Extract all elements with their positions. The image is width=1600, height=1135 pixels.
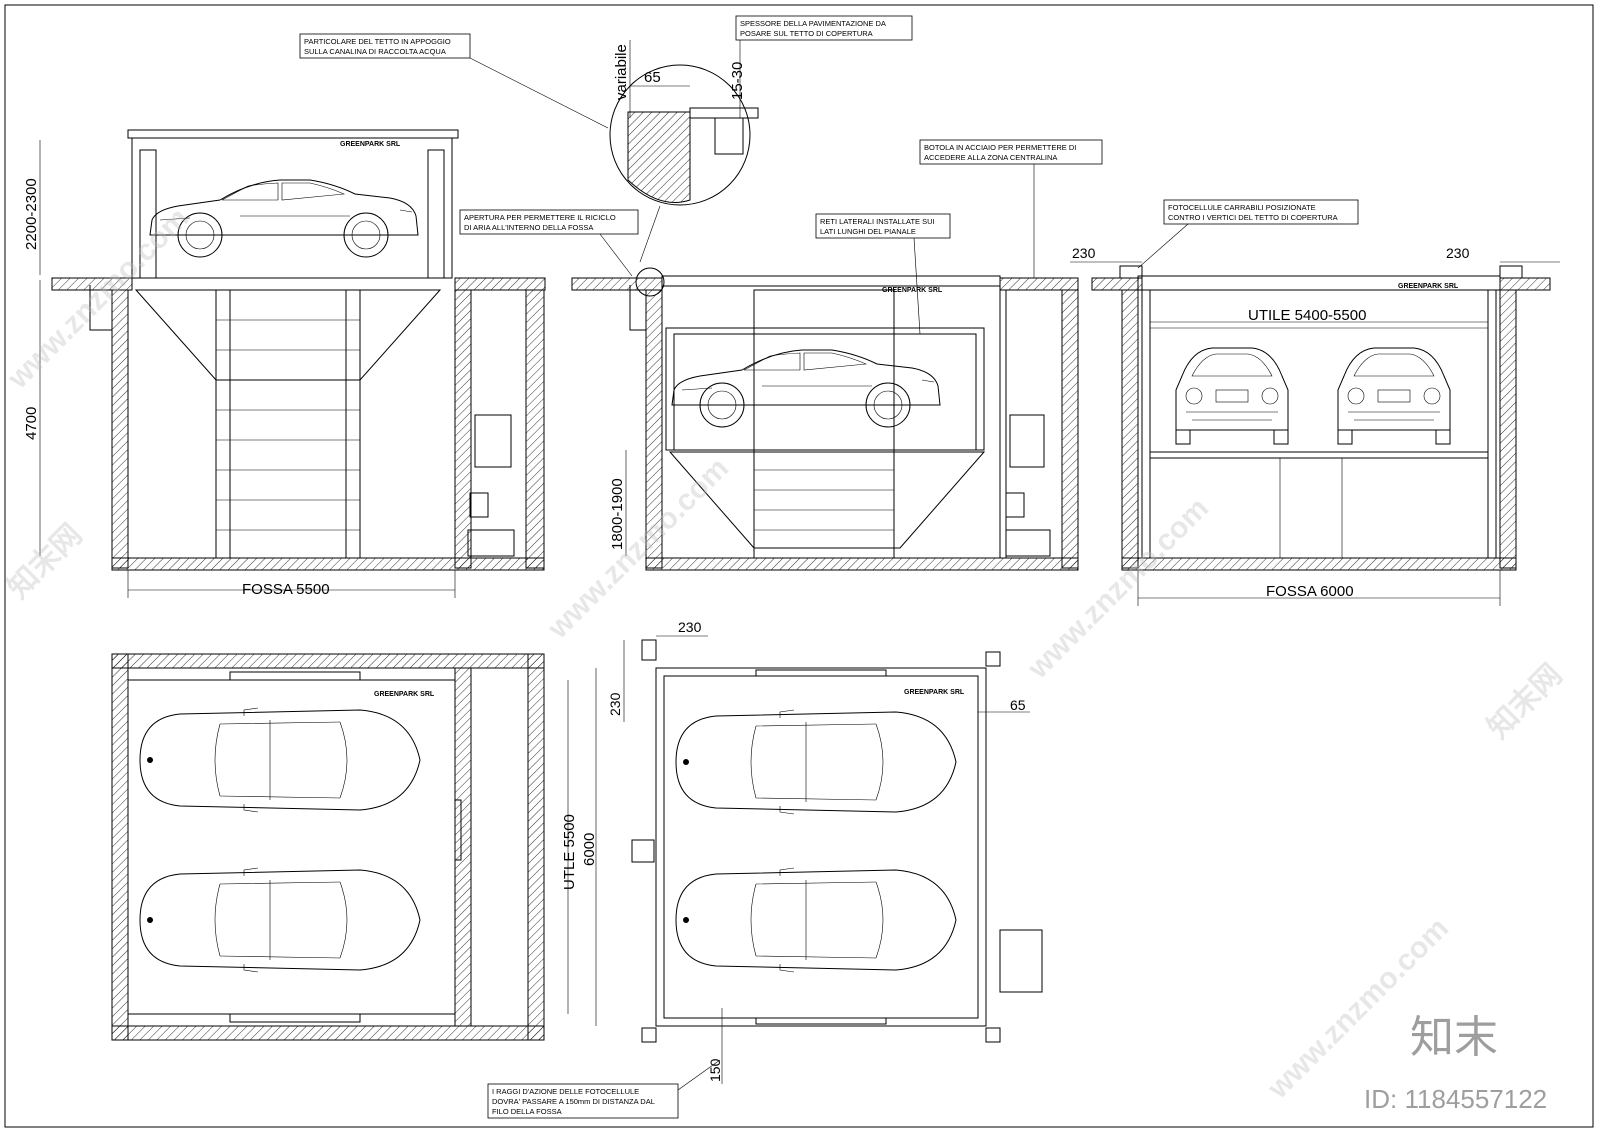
note-photocells: FOTOCELLULE CARRABILI POSIZIONATE CONTRO… bbox=[1137, 199, 1359, 269]
svg-text:PARTICOLARE DEL TETTO IN APPOG: PARTICOLARE DEL TETTO IN APPOGGIO bbox=[304, 37, 451, 46]
plan-view-left: GREENPARK SRL UTLE 5500 6000 bbox=[111, 653, 598, 1041]
svg-text:CONTRO I VERTICI DEL TETTO DI: CONTRO I VERTICI DEL TETTO DI COPERTURA bbox=[1168, 213, 1338, 222]
section-view-left: GREENPARK SRL 2200-2300 4700 FOSSA 5500 bbox=[23, 129, 546, 598]
svg-text:知末网: 知末网 bbox=[2, 518, 89, 605]
svg-text:FOTOCELLULE CARRABILI POSIZION: FOTOCELLULE CARRABILI POSIZIONATE bbox=[1168, 203, 1316, 212]
dim-pit-length: FOSSA 5500 bbox=[242, 581, 330, 598]
svg-text:DOVRA' PASSARE A 150mm DI DIST: DOVRA' PASSARE A 150mm DI DISTANZA DAL bbox=[492, 1097, 655, 1106]
svg-text:GREENPARK SRL: GREENPARK SRL bbox=[882, 287, 943, 294]
dim-plan-65: 65 bbox=[1010, 697, 1026, 713]
svg-text:GREENPARK SRL: GREENPARK SRL bbox=[374, 691, 435, 698]
note-photocell-beams: I RAGGI D'AZIONE DELLE FOTOCELLULE DOVRA… bbox=[487, 1059, 721, 1119]
svg-text:www.znzmo.com: www.znzmo.com bbox=[1261, 912, 1455, 1106]
note-side-nets: RETI LATERALI INSTALLATE SUI LATI LUNGHI… bbox=[815, 213, 951, 335]
watermark-logo: 知末 bbox=[1410, 1013, 1498, 1062]
dim-detail-65: 65 bbox=[644, 69, 661, 86]
dim-pit-width: FOSSA 6000 bbox=[1266, 583, 1354, 600]
dim-detail-1530: 15-30 bbox=[729, 62, 746, 100]
svg-text:LATI LUNGHI DEL PIANALE: LATI LUNGHI DEL PIANALE bbox=[820, 227, 916, 236]
roof-detail-magnifier: variabile 65 15-30 bbox=[609, 40, 759, 263]
note-air-opening: APERTURA PER PERMETTERE IL RICICLO DI AR… bbox=[459, 209, 639, 277]
svg-text:www.znzmo.com: www.znzmo.com bbox=[541, 452, 735, 646]
svg-text:SPESSORE DELLA PAVIMENTAZIONE: SPESSORE DELLA PAVIMENTAZIONE DA bbox=[740, 19, 886, 28]
svg-text:DI ARIA ALL'INTERNO DELLA FOSS: DI ARIA ALL'INTERNO DELLA FOSSA bbox=[464, 223, 593, 232]
svg-text:BOTOLA IN ACCIAIO PER PERMETTE: BOTOLA IN ACCIAIO PER PERMETTERE DI bbox=[924, 143, 1076, 152]
dim-side-230-left: 230 bbox=[1072, 245, 1096, 261]
section-view-right: GREENPARK SRL 230 230 UTILE 5400-5500 FO… bbox=[1070, 245, 1560, 606]
dim-useful-width: UTILE 5400-5500 bbox=[1248, 307, 1366, 324]
dim-plan-230-left: 230 bbox=[607, 692, 623, 716]
note-roof-detail: PARTICOLARE DEL TETTO IN APPOGGIO SULLA … bbox=[299, 33, 609, 129]
brand-label: GREENPARK SRL bbox=[340, 141, 401, 148]
dim-plan-useful: UTLE 5500 bbox=[561, 814, 578, 890]
dim-pit-depth: 4700 bbox=[23, 407, 40, 440]
svg-text:FILO DELLA FOSSA: FILO DELLA FOSSA bbox=[492, 1107, 562, 1116]
dim-side-230-right: 230 bbox=[1446, 245, 1470, 261]
dim-variable: variabile bbox=[613, 44, 630, 100]
svg-text:GREENPARK SRL: GREENPARK SRL bbox=[904, 689, 965, 696]
svg-text:知末网: 知末网 bbox=[1482, 658, 1569, 745]
svg-text:SULLA CANALINA DI RACCOLTA ACQ: SULLA CANALINA DI RACCOLTA ACQUA bbox=[304, 47, 446, 56]
watermark-id: ID: 1184557122 bbox=[1364, 1084, 1547, 1114]
drawing-border bbox=[4, 4, 1594, 1128]
svg-text:APERTURA PER PERMETTERE IL RIC: APERTURA PER PERMETTERE IL RICICLO bbox=[464, 213, 616, 222]
plan-view-middle: GREENPARK SRL 230 230 65 150 bbox=[607, 619, 1043, 1084]
dim-height-top: 2200-2300 bbox=[23, 178, 40, 250]
svg-text:RETI LATERALI INSTALLATE SUI: RETI LATERALI INSTALLATE SUI bbox=[820, 217, 935, 226]
svg-text:GREENPARK SRL: GREENPARK SRL bbox=[1398, 283, 1459, 290]
dim-plan-150: 150 bbox=[707, 1058, 723, 1082]
svg-text:POSARE SUL TETTO DI COPERTURA: POSARE SUL TETTO DI COPERTURA bbox=[740, 29, 873, 38]
section-view-middle: GREENPARK SRL 1800-1900 bbox=[571, 267, 1079, 571]
dim-plan-6000: 6000 bbox=[581, 833, 598, 866]
svg-text:I RAGGI D'AZIONE DELLE FOTOCEL: I RAGGI D'AZIONE DELLE FOTOCELLULE bbox=[492, 1087, 639, 1096]
note-steel-hatch: BOTOLA IN ACCIAIO PER PERMETTERE DI ACCE… bbox=[919, 139, 1103, 278]
note-paving: SPESSORE DELLA PAVIMENTAZIONE DA POSARE … bbox=[735, 15, 913, 41]
dim-plan-230-top: 230 bbox=[678, 619, 702, 635]
svg-text:www.znzmo.com: www.znzmo.com bbox=[1021, 492, 1215, 686]
dim-platform-height: 1800-1900 bbox=[609, 478, 626, 550]
svg-text:ACCEDERE ALLA ZONA CENTRALINA: ACCEDERE ALLA ZONA CENTRALINA bbox=[924, 153, 1057, 162]
